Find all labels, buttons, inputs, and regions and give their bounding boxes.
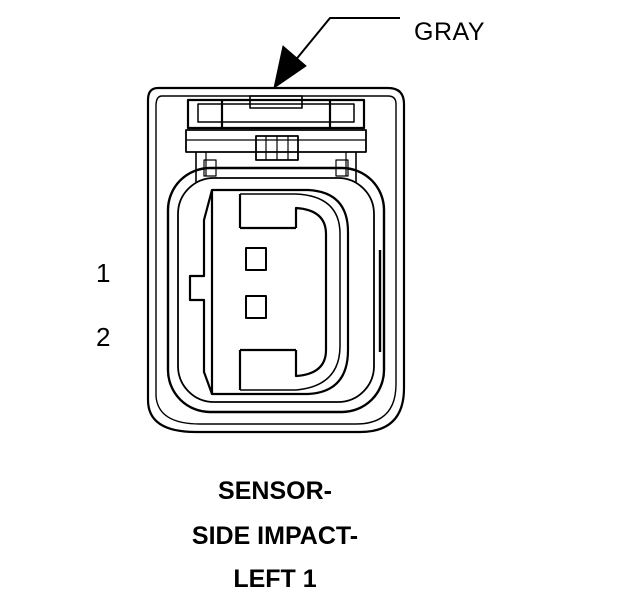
callout-label-gray: GRAY bbox=[414, 18, 485, 46]
gray-callout-leader bbox=[293, 17, 400, 63]
pin-1-cavity bbox=[245, 247, 267, 271]
caption-line-3: LEFT 1 bbox=[233, 565, 317, 593]
seal-ring-outer bbox=[166, 166, 386, 414]
pin-2-label: 2 bbox=[96, 322, 111, 352]
housing-inner-contour bbox=[155, 95, 397, 425]
caption-line-1: SENSOR- bbox=[218, 477, 332, 505]
callout-arrowhead bbox=[273, 45, 307, 90]
caption-line-2: SIDE IMPACT- bbox=[191, 522, 359, 550]
seal-ring-inner bbox=[177, 177, 375, 403]
connector-housing bbox=[146, 86, 406, 434]
pin-2-cavity bbox=[245, 295, 267, 319]
terminal-cavity bbox=[188, 188, 350, 396]
locking-tab bbox=[185, 95, 367, 182]
pin-1-label: 1 bbox=[96, 258, 111, 288]
